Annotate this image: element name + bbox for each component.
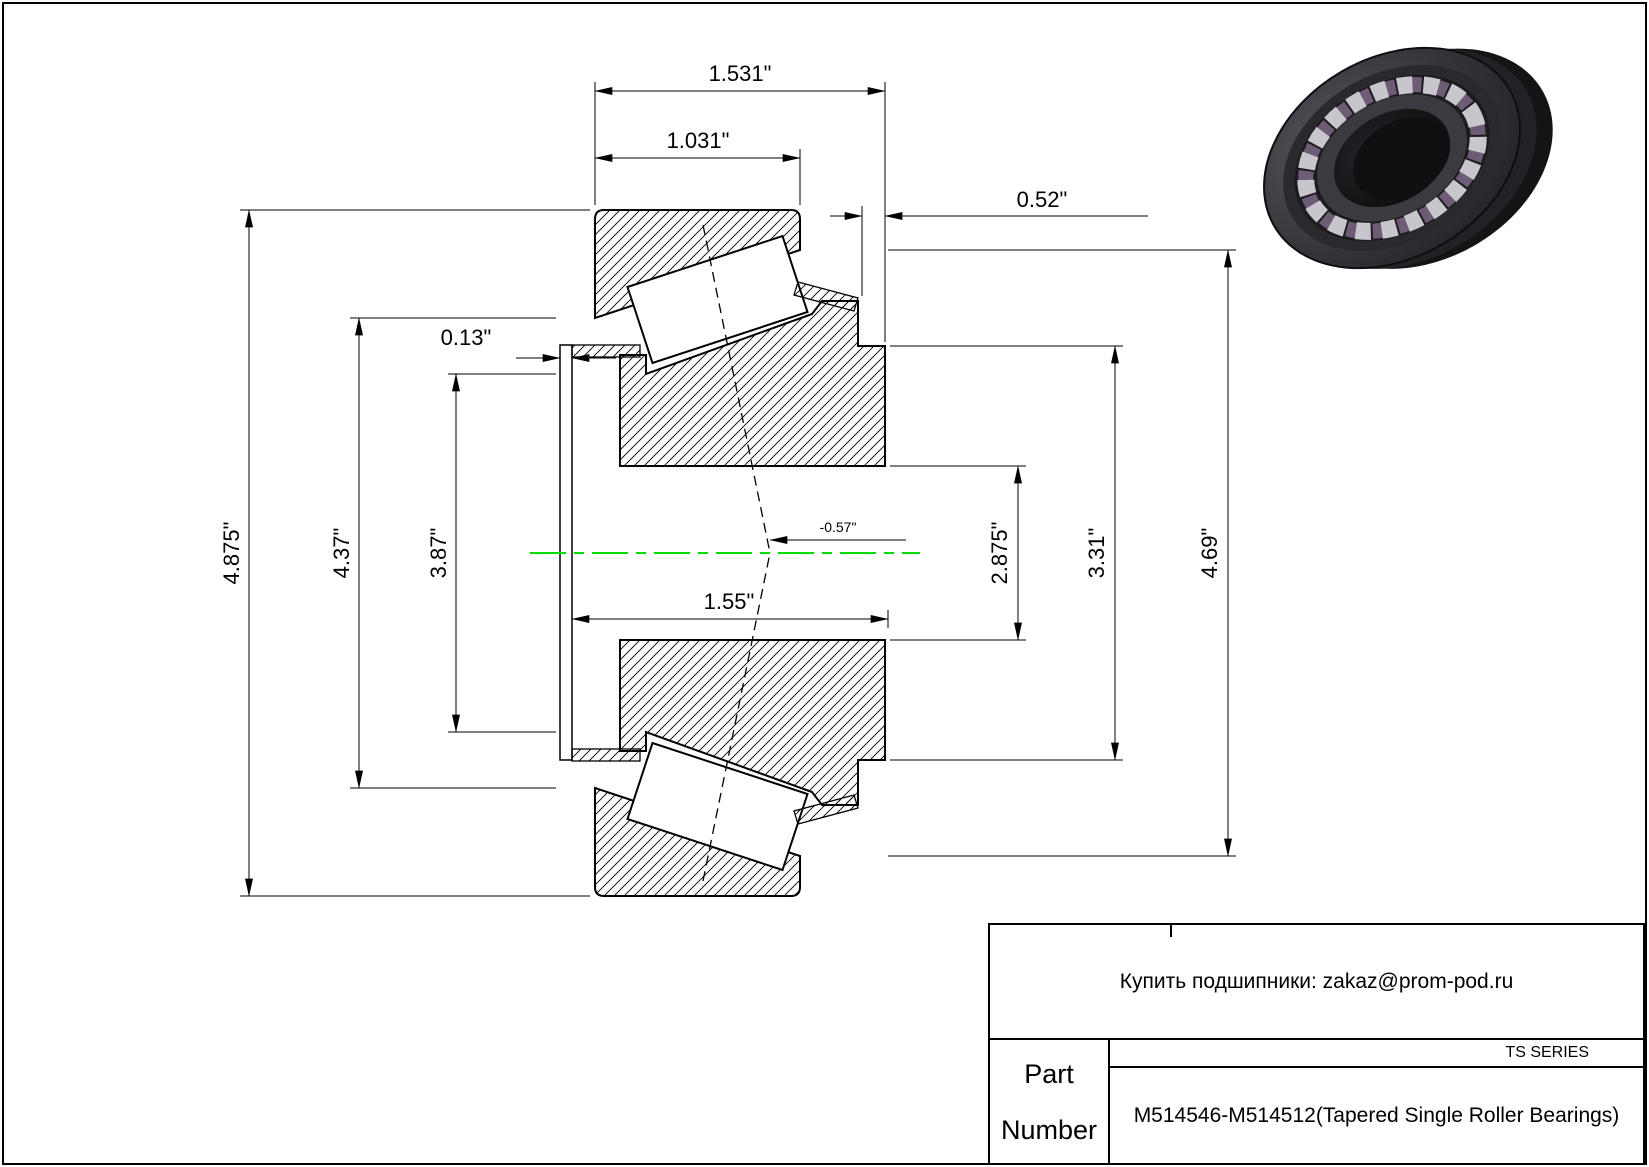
dim-label-overall-width: 1.531"	[709, 61, 772, 86]
dim-cup-width	[594, 149, 801, 205]
part-number-label-cell: Part Number	[990, 1040, 1110, 1163]
dim-label-rib-diameter: 3.31"	[1084, 528, 1109, 579]
cage-strip-top	[793, 281, 859, 312]
cone-bottom-section	[619, 639, 886, 806]
title-block-tick	[1170, 925, 1172, 937]
cone-top-section	[619, 300, 886, 467]
tapered-roller-top	[626, 234, 809, 365]
dim-label-load-center: -0.57"	[820, 519, 857, 535]
cage-flange-bottom	[571, 748, 641, 762]
dim-label-mid-diameter-2: 3.87"	[426, 528, 451, 579]
dim-back-width	[830, 206, 1148, 296]
dim-label-standout: 0.13"	[441, 325, 492, 350]
dim-rib-diameter	[890, 345, 1123, 761]
cage-strip-bottom	[793, 794, 859, 825]
dim-label-back-width: 0.52"	[1017, 187, 1068, 212]
dim-label-outer-diameter: 4.875"	[219, 522, 244, 585]
series-label: TS SERIES	[1110, 1040, 1643, 1068]
part-label-line2: Number	[1000, 1114, 1098, 1145]
bearing-3d-render-icon	[1263, 46, 1553, 270]
part-label-line1: Part	[1024, 1058, 1074, 1089]
dim-mid-diameter-1	[350, 317, 556, 789]
dim-label-cup-width: 1.031"	[667, 128, 730, 153]
dim-label-mid-diameter-1: 4.37"	[329, 528, 354, 579]
dim-bore-diameter	[890, 465, 1026, 641]
dim-label-bore-diameter: 2.875"	[987, 522, 1012, 585]
dim-outer-diameter	[240, 209, 590, 897]
dim-outer-diameter-2	[888, 249, 1236, 857]
dim-mid-diameter-2	[448, 373, 556, 733]
title-block: Купить подшипники: zakaz@prom-pod.ru Par…	[988, 923, 1645, 1165]
tapered-roller-bottom	[626, 741, 809, 872]
load-line-top	[702, 224, 771, 554]
dim-label-outer-diameter-2: 4.69"	[1197, 528, 1222, 579]
contact-text: Купить подшипники: zakaz@prom-pod.ru	[1119, 969, 1514, 993]
load-line-bottom	[702, 552, 771, 882]
dim-overall-width	[594, 82, 886, 342]
part-number-text: M514546-M514512(Tapered Single Roller Be…	[1133, 1103, 1620, 1127]
cage-flange-top	[571, 344, 641, 358]
dim-cone-length	[571, 610, 889, 628]
dim-label-cone-length: 1.55"	[704, 589, 755, 614]
